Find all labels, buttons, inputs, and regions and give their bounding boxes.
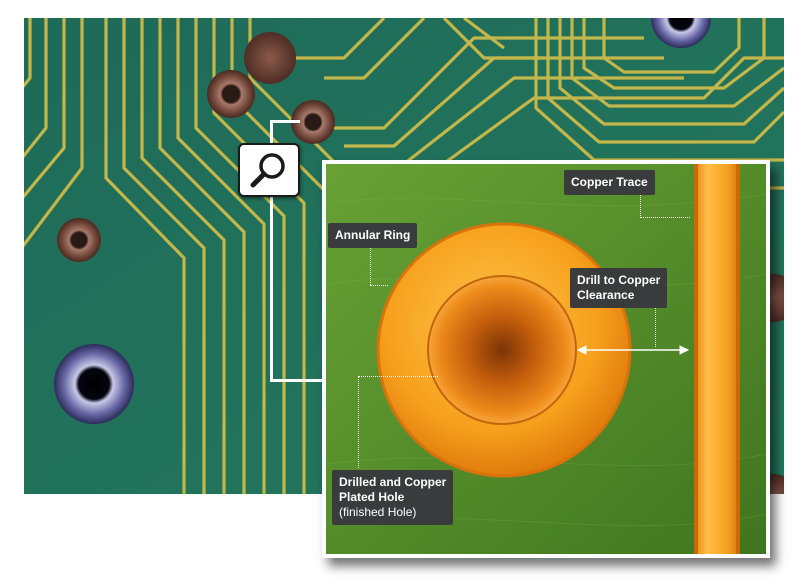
zoom-connector-horizontal-top xyxy=(270,120,300,123)
copper-trace-leader-h xyxy=(640,217,690,218)
copper-trace-shape xyxy=(694,164,740,554)
zoom-connector-horizontal-bottom xyxy=(270,379,326,382)
copper-trace-leader xyxy=(640,194,641,218)
magnifier-icon xyxy=(238,143,300,197)
hole-leader xyxy=(358,376,359,468)
copper-pads xyxy=(54,18,784,494)
copper-trace-label: Copper Trace xyxy=(564,170,655,195)
clearance-leader xyxy=(655,305,656,347)
plated-hole-shape xyxy=(428,276,576,424)
plated-hole-label: Drilled and Copper Plated Hole (finished… xyxy=(332,470,454,525)
annular-ring-label: Annular Ring xyxy=(328,223,418,248)
zoom-connector-vertical xyxy=(270,120,273,382)
annular-ring-leader xyxy=(370,247,371,285)
clearance-arrow xyxy=(576,345,690,355)
clearance-label: Drill to Copper Clearance xyxy=(570,268,668,308)
copper-traces xyxy=(24,18,784,494)
hole-leader-h xyxy=(358,376,438,377)
annular-ring-leader-h xyxy=(370,285,388,286)
